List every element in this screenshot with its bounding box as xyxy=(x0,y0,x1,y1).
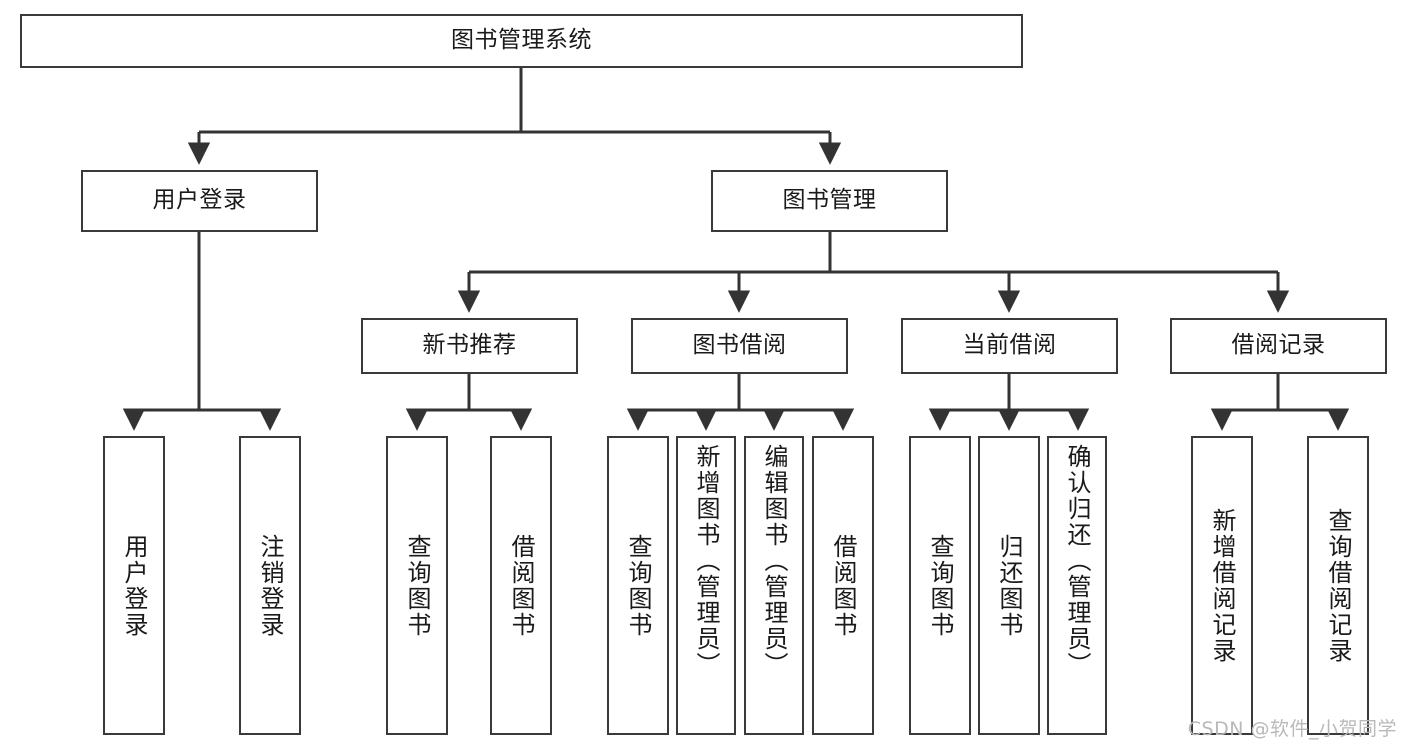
node-leaf-add-record-label: 新增借阅记录 xyxy=(1208,507,1236,664)
node-leaf-add-book-label: 新增图书（管理员） xyxy=(692,444,720,678)
node-leaf-confirm-return[interactable]: 确认归还（管理员） xyxy=(1047,436,1107,735)
node-leaf-query-book-3[interactable]: 查询图书 xyxy=(909,436,971,735)
node-root[interactable]: 图书管理系统 xyxy=(20,14,1023,68)
node-leaf-borrow-book-2-label: 借阅图书 xyxy=(829,533,857,638)
node-book-manage-label: 图书管理 xyxy=(782,187,877,214)
node-current-borrow-label: 当前借阅 xyxy=(962,332,1057,359)
node-leaf-borrow-book-1-label: 借阅图书 xyxy=(507,533,535,638)
node-book-borrow[interactable]: 图书借阅 xyxy=(631,318,848,374)
node-root-label: 图书管理系统 xyxy=(451,27,592,54)
node-leaf-user-login-label: 用户登录 xyxy=(120,533,148,638)
node-leaf-logout-login-label: 注销登录 xyxy=(256,533,284,638)
node-leaf-query-book-1-label: 查询图书 xyxy=(403,533,431,638)
node-leaf-edit-book[interactable]: 编辑图书（管理员） xyxy=(744,436,804,735)
node-leaf-return-book[interactable]: 归还图书 xyxy=(978,436,1040,735)
node-leaf-return-book-label: 归还图书 xyxy=(995,533,1023,638)
node-book-manage[interactable]: 图书管理 xyxy=(711,170,948,232)
node-new-book-recommend[interactable]: 新书推荐 xyxy=(361,318,578,374)
node-leaf-query-record[interactable]: 查询借阅记录 xyxy=(1307,436,1369,735)
node-new-book-recommend-label: 新书推荐 xyxy=(422,332,517,359)
node-leaf-confirm-return-label: 确认归还（管理员） xyxy=(1063,444,1091,678)
node-leaf-query-book-1[interactable]: 查询图书 xyxy=(386,436,448,735)
node-current-borrow[interactable]: 当前借阅 xyxy=(901,318,1118,374)
node-leaf-query-book-3-label: 查询图书 xyxy=(926,533,954,638)
node-leaf-add-book[interactable]: 新增图书（管理员） xyxy=(676,436,736,735)
node-book-borrow-label: 图书借阅 xyxy=(692,332,787,359)
csdn-watermark: CSDN @软件_小贺同学 xyxy=(1187,718,1397,740)
node-leaf-query-record-label: 查询借阅记录 xyxy=(1324,507,1352,664)
node-user-login-label: 用户登录 xyxy=(152,187,247,214)
node-leaf-edit-book-label: 编辑图书（管理员） xyxy=(760,444,788,678)
node-user-login[interactable]: 用户登录 xyxy=(81,170,318,232)
node-leaf-query-book-2[interactable]: 查询图书 xyxy=(607,436,669,735)
node-borrow-record[interactable]: 借阅记录 xyxy=(1170,318,1387,374)
node-leaf-query-book-2-label: 查询图书 xyxy=(624,533,652,638)
node-leaf-add-record[interactable]: 新增借阅记录 xyxy=(1191,436,1253,735)
node-leaf-logout-login[interactable]: 注销登录 xyxy=(239,436,301,735)
node-leaf-borrow-book-1[interactable]: 借阅图书 xyxy=(490,436,552,735)
node-leaf-user-login[interactable]: 用户登录 xyxy=(103,436,165,735)
node-borrow-record-label: 借阅记录 xyxy=(1231,332,1326,359)
node-leaf-borrow-book-2[interactable]: 借阅图书 xyxy=(812,436,874,735)
